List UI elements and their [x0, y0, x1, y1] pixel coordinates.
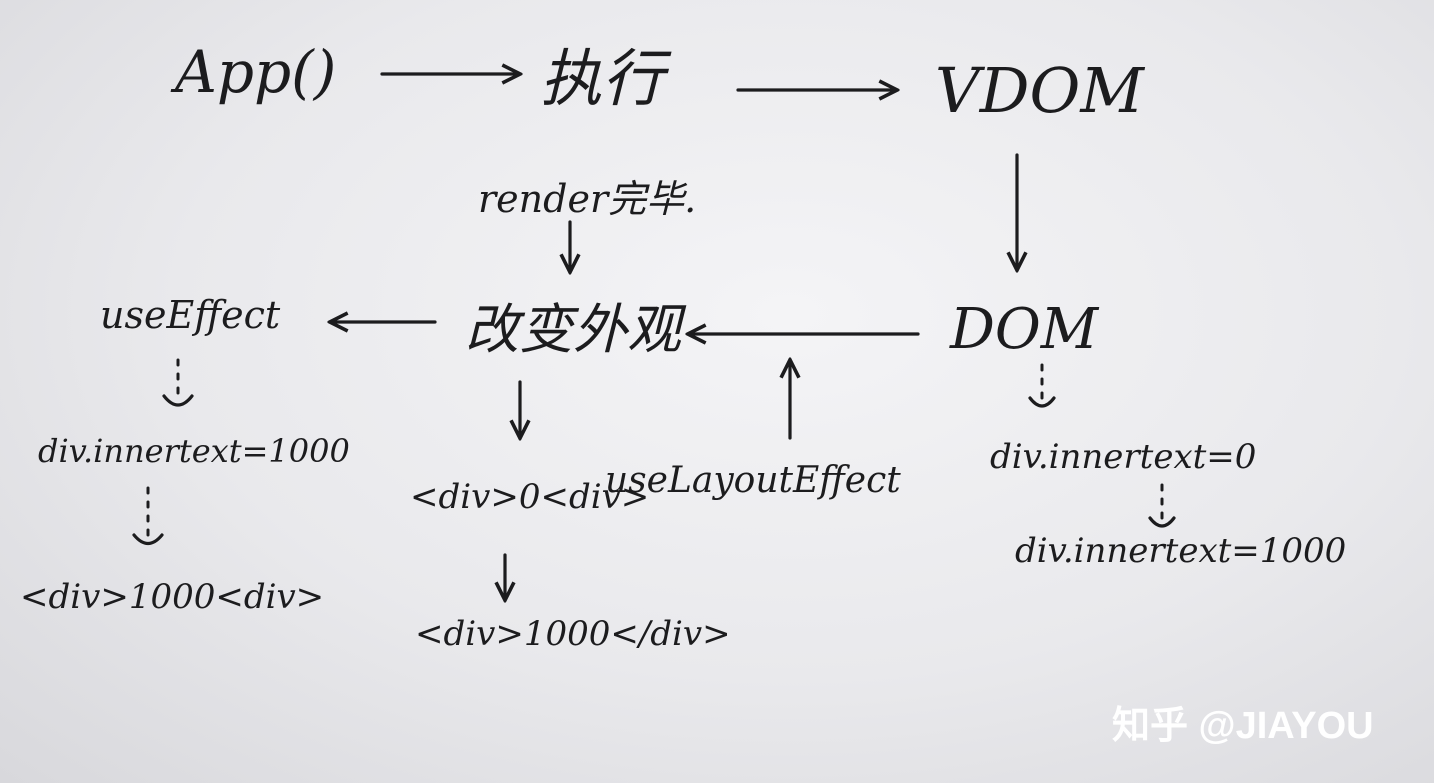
node-change-appearance: 改变外观 — [465, 298, 687, 361]
node-app: App() — [170, 38, 336, 106]
arrowhead-right-1 — [1028, 396, 1056, 408]
right-inner-text-1000: div.innertext=1000 — [1015, 531, 1346, 571]
watermark: 知乎 @JIAYOU — [1112, 705, 1374, 747]
left-inner-text: div.innertext=1000 — [38, 432, 350, 470]
node-use-effect: useEffect — [100, 293, 281, 337]
left-div-1000: <div>1000<div> — [20, 577, 324, 617]
node-vdom: VDOM — [935, 54, 1145, 127]
arrowhead-left-2 — [132, 533, 164, 546]
arrowhead-left-1 — [162, 394, 194, 407]
node-execute: 执行 — [540, 42, 672, 115]
mid-div-1000: <div>1000</div> — [415, 614, 731, 654]
node-use-layout-effect: useLayoutEffect — [605, 460, 901, 501]
label-render-done: render完毕. — [478, 177, 696, 221]
right-inner-text-0: div.innertext=0 — [990, 437, 1256, 477]
arrowhead-right-2 — [1148, 516, 1176, 528]
mid-div-0: <div>0<div> — [410, 477, 649, 517]
node-dom: DOM — [949, 297, 1100, 362]
